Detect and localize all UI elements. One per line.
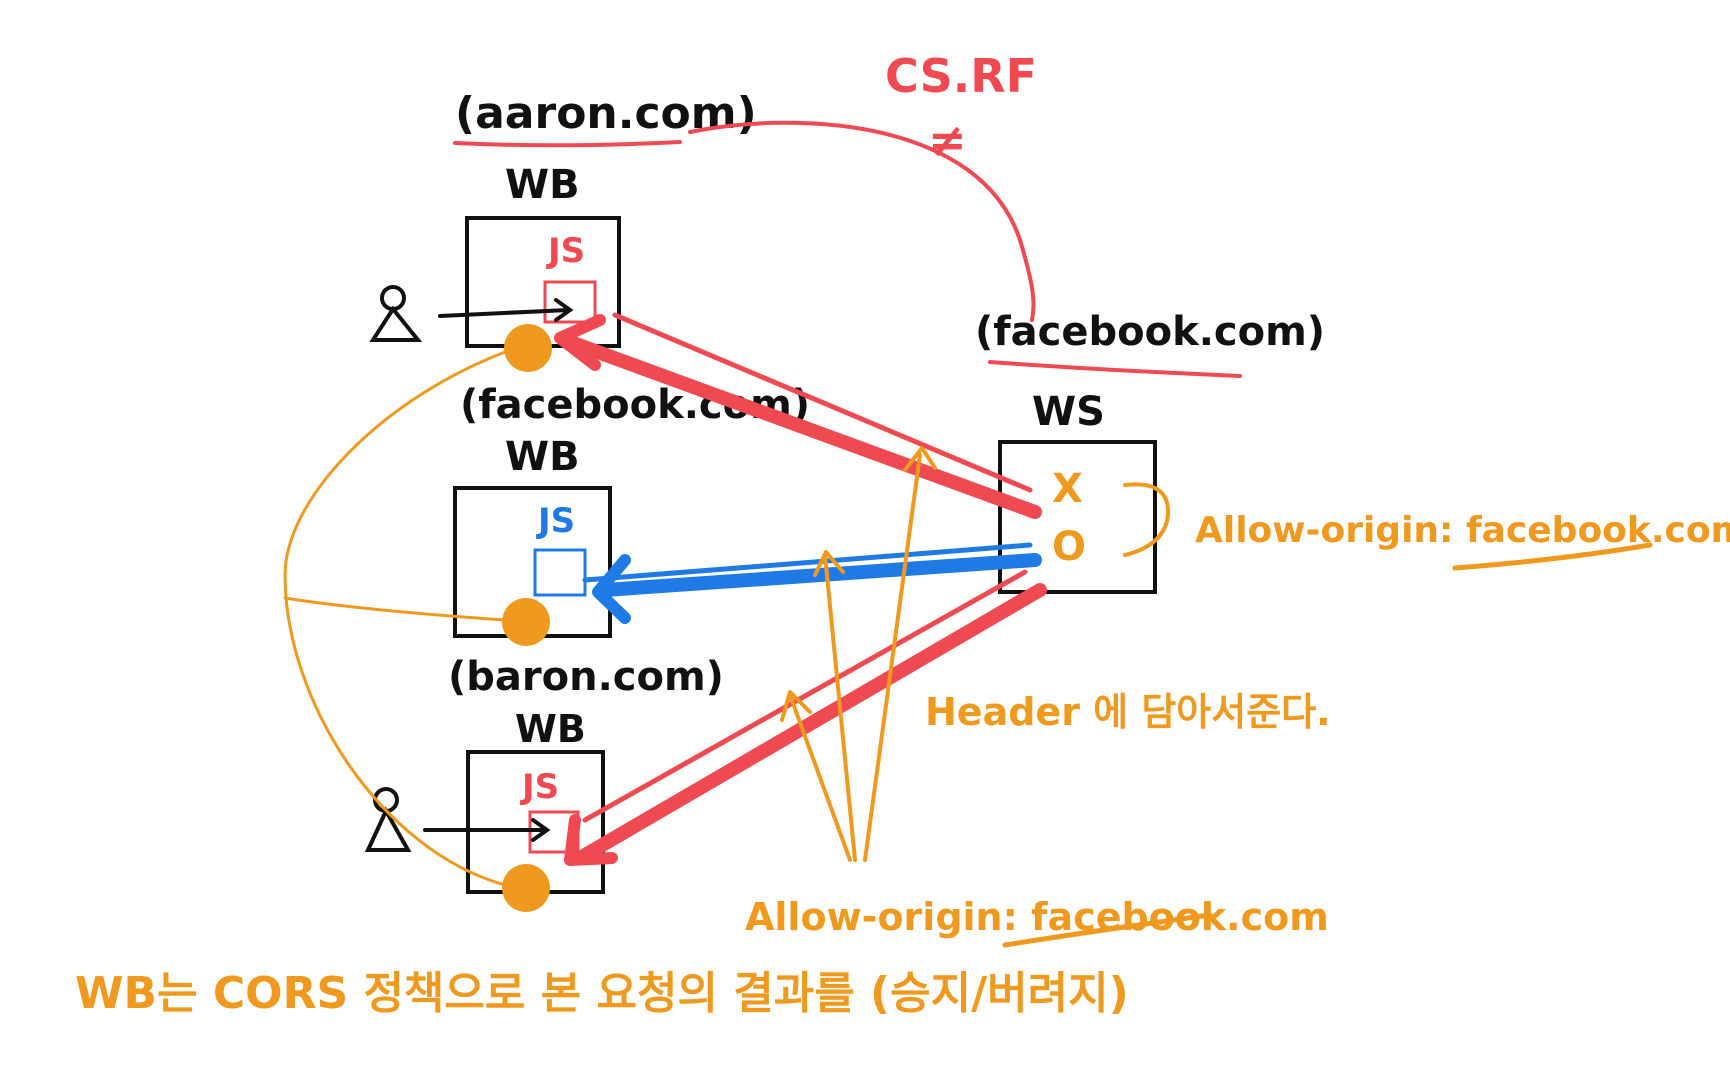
pointer-to-blue-line [813, 550, 857, 862]
pointer-to-bottom-line [780, 690, 852, 862]
ws-label: WS [1032, 389, 1105, 435]
server-origin-underline [988, 360, 1242, 378]
js-top-label: JS [546, 231, 585, 271]
request-bottom-to-ws [582, 569, 1028, 823]
accept-mark: O [1052, 524, 1086, 570]
js-bottom-label: JS [520, 767, 559, 807]
wb-top-label: WB [505, 162, 580, 208]
pointer-to-ws-line [863, 446, 937, 862]
wb-mid-label: WB [505, 434, 580, 480]
server-origin-label: (facebook.com) [975, 309, 1325, 355]
js-mid-box [533, 548, 587, 597]
user-bottom-request-arrow [423, 818, 551, 842]
allow-origin-bottom-label: Allow-origin: facebook.com [745, 895, 1329, 939]
header-note: Header 에 담아서준다. [925, 690, 1331, 734]
csrf-curve [688, 120, 1036, 322]
wb-bottom-label: WB [515, 707, 586, 751]
js-top-box [543, 280, 597, 324]
allow-origin-bottom-underline [1002, 912, 1213, 948]
bottom-origin-label: (baron.com) [448, 654, 724, 700]
js-mid-label: JS [536, 501, 575, 541]
response-ws-to-bottom-head [564, 814, 618, 866]
response-ws-to-bottom [573, 583, 1047, 865]
reject-mark: X [1052, 466, 1083, 512]
user-top-icon [369, 285, 423, 342]
wb-mid-result-dot [502, 598, 550, 646]
wb-results-link-mid [283, 596, 507, 622]
request-mid-to-ws [582, 542, 1033, 583]
csrf-label: CS.RF [885, 49, 1037, 103]
user-top-request-arrow [438, 298, 574, 322]
wb-results-loop [283, 350, 507, 887]
wb-bottom-result-dot [502, 864, 550, 912]
ws-box [998, 440, 1157, 594]
ws-brace [1123, 482, 1171, 557]
wb-top-result-dot [504, 324, 552, 372]
response-ws-to-top-head [554, 314, 606, 371]
response-ws-to-mid-head [592, 554, 631, 624]
request-top-to-ws [612, 312, 1033, 493]
response-ws-to-mid [598, 553, 1042, 597]
footer-note: WB는 CORS 정책으로 본 요청의 결과를 (승지/버려지) [75, 968, 1129, 1019]
response-ws-to-top [558, 333, 1042, 519]
allow-origin-right-underline [1452, 542, 1653, 571]
top-origin-label: (aaron.com) [455, 88, 757, 139]
top-origin-underline [453, 140, 682, 148]
